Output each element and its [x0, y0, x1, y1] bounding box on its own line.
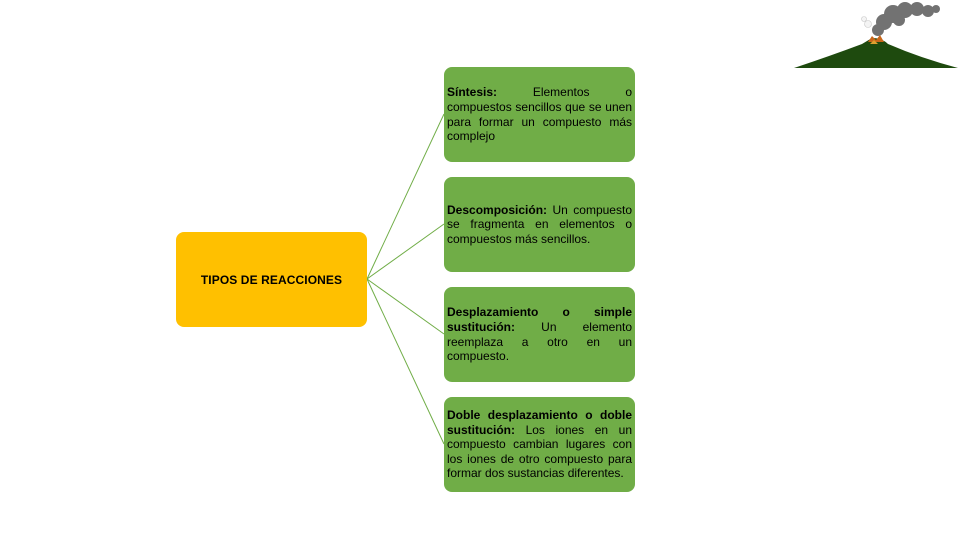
connector-descomposicion — [366, 223, 445, 280]
branch-term: Doble desplazamiento o doble sustitución… — [447, 408, 632, 437]
connector-desplazamiento-simple — [366, 278, 445, 335]
volcano-icon — [794, 2, 958, 68]
root-node: TIPOS DE REACCIONES — [176, 232, 367, 327]
branch-description: Los iones en un compuesto cambian lugare… — [447, 422, 632, 481]
branch-description: Un compuesto se fragmenta en elementos o… — [447, 202, 632, 246]
branch-term: Síntesis: — [447, 85, 498, 100]
branch-description: Elementos o compuestos sencillos que se … — [447, 85, 632, 144]
branch-sintesis: Síntesis: Elementos o compuestos sencill… — [444, 67, 635, 162]
branch-descomposicion: Descomposición: Un compuesto se fragment… — [444, 177, 635, 272]
connector-sintesis — [366, 113, 445, 280]
branch-doble-desplazamiento: Doble desplazamiento o doble sustitución… — [444, 397, 635, 492]
connector-doble-desplazamiento — [366, 278, 445, 445]
root-label: TIPOS DE REACCIONES — [200, 272, 343, 287]
branch-desplazamiento-simple: Desplazamiento o simple sustitución: Un … — [444, 287, 635, 382]
branch-term: Descomposición: — [447, 202, 548, 217]
branch-term: Desplazamiento o simple sustitución: — [447, 305, 632, 334]
branch-description: Un elemento reemplaza a otro en un compu… — [447, 319, 632, 364]
